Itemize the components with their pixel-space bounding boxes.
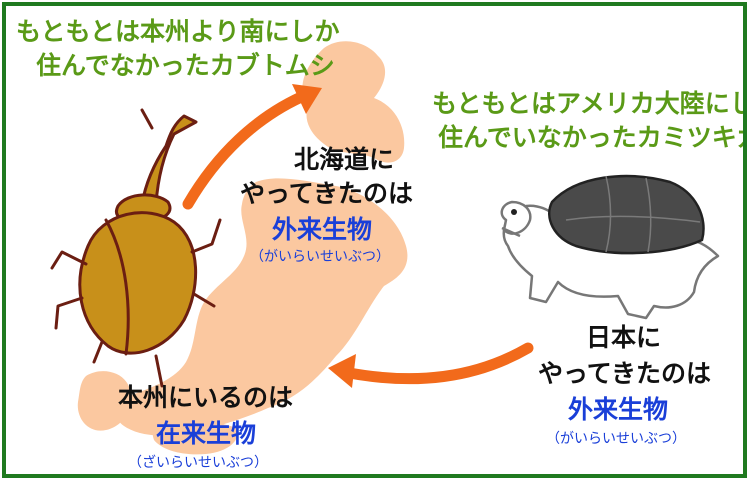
turtle-caption-line2: 住んでいなかったカミツキガメ — [438, 123, 743, 152]
arrow-icon-2 — [328, 342, 534, 388]
shikoku-landmass — [152, 420, 238, 455]
honshu-line1: 本州にいるのは — [118, 383, 294, 412]
arrow-icon — [182, 84, 322, 210]
illustration-frame: もともとは本州より南にしか 住んでなかったカブトムシ もともとはアメリカ大陸にし… — [2, 2, 747, 478]
japan-line2: やってきたのは — [538, 359, 712, 388]
japan-map-illustration — [77, 41, 408, 455]
turtle-caption-line1: もともとはアメリカ大陸にしか — [432, 89, 747, 118]
snapping-turtle-illustration — [500, 174, 720, 320]
honshu-reading: （ざいらいせいぶつ） — [128, 455, 268, 471]
hokkaido-reading: （がいらいせいぶつ） — [250, 249, 390, 265]
japan-reading: （がいらいせいぶつ） — [546, 431, 686, 447]
illustration-canvas — [50, 41, 720, 455]
beetle-caption-line2: 住んでなかったカブトムシ — [36, 51, 335, 80]
japan-line1: 日本に — [586, 323, 662, 352]
rhinoceros-beetle-illustration — [50, 108, 222, 388]
hokkaido-line1: 北海道に — [294, 145, 395, 174]
honshu-term: 在来生物 — [156, 419, 257, 448]
hokkaido-line2: やってきたのは — [240, 179, 414, 208]
hokkaido-landmass — [302, 41, 405, 163]
kyushu-landmass — [77, 371, 131, 431]
hokkaido-term: 外来生物 — [272, 215, 373, 244]
honshu-landmass — [116, 178, 408, 436]
beetle-caption-line1: もともとは本州より南にしか — [16, 17, 340, 46]
japan-term: 外来生物 — [568, 395, 669, 424]
